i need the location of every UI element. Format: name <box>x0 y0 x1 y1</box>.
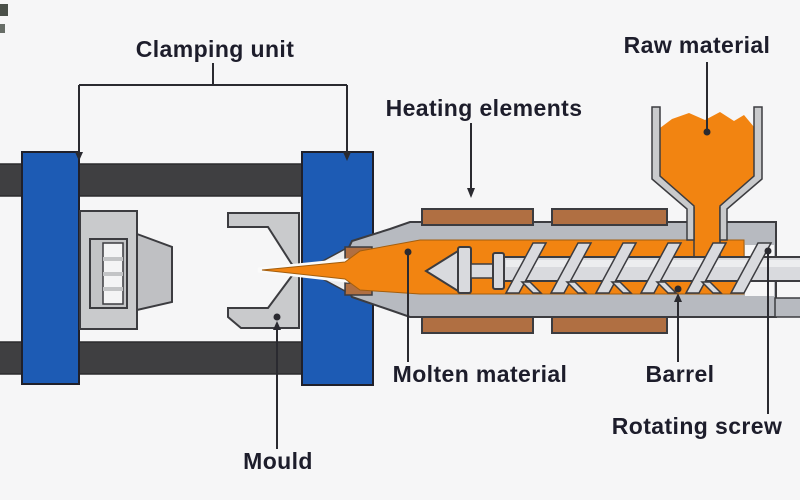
mould-half <box>227 212 300 329</box>
label-clamping-unit: Clamping unit <box>136 36 295 62</box>
ejector-unit <box>79 210 173 330</box>
raw-material-fill <box>660 112 754 207</box>
edge-artifact <box>0 4 8 16</box>
rotating-screw-assembly <box>424 242 800 294</box>
leader-lines <box>75 62 772 449</box>
label-heating-elements: Heating elements <box>386 95 583 121</box>
label-raw-material: Raw material <box>624 32 771 58</box>
label-molten-material: Molten material <box>393 361 568 387</box>
labels: Clamping unit Raw material Heating eleme… <box>136 32 782 474</box>
screw-flights <box>504 242 773 294</box>
hopper <box>651 106 763 241</box>
edge-artifact <box>0 24 5 33</box>
label-rotating-screw: Rotating screw <box>612 413 782 439</box>
heater-bands <box>344 208 668 334</box>
label-mould: Mould <box>243 448 313 474</box>
moving-platen <box>21 151 80 385</box>
label-barrel: Barrel <box>646 361 715 387</box>
